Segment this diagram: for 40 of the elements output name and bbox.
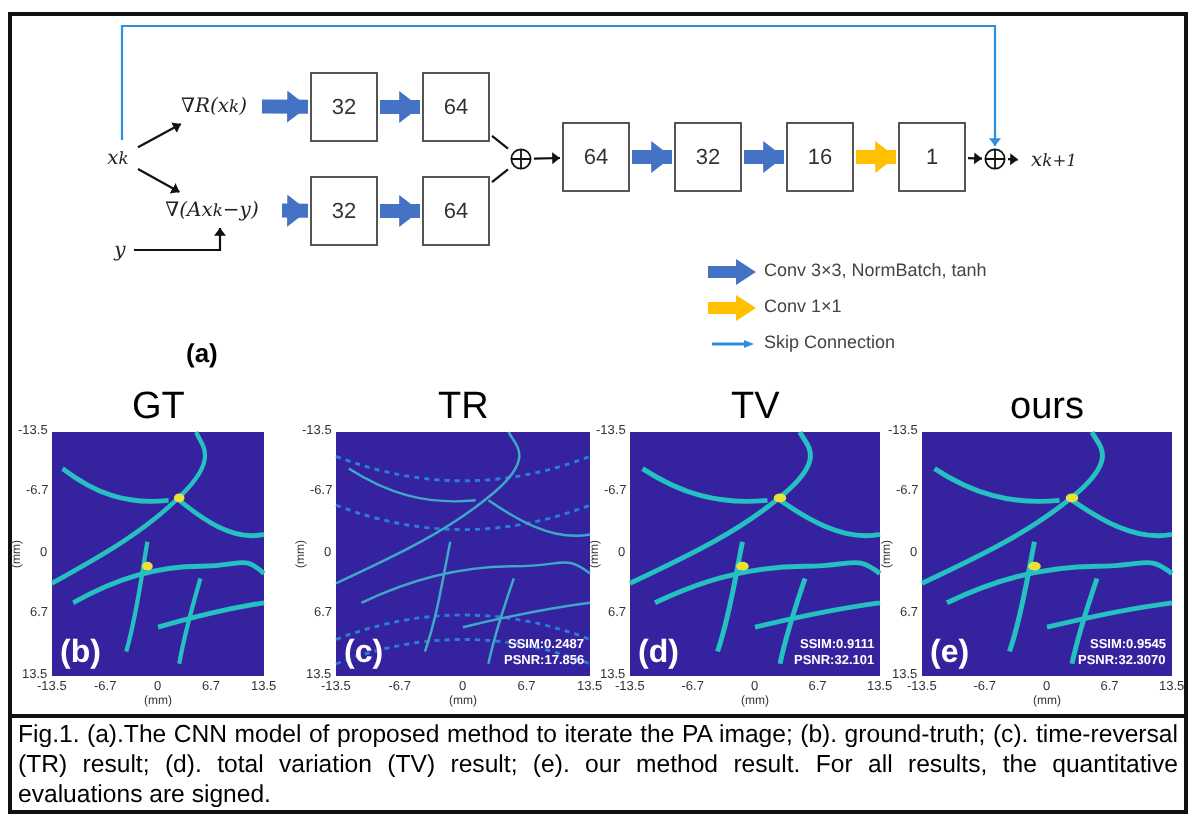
panel-letter: (b): [60, 638, 101, 670]
arrow: [1007, 153, 1019, 166]
caption: Fig.1. (a).The CNN model of proposed method to iterate the PA image; (b). ground-truth; (c). time-reversal (TR) result; (d). total variation (TV) result; (e). our method result. For all results, the quantitative evaluations are signed.: [8, 714, 1188, 814]
block-arrow: [261, 90, 309, 123]
block-arrow: [380, 195, 420, 227]
sum-symbol: [510, 148, 532, 170]
arrow: [120, 24, 1001, 146]
block-arrow: [856, 141, 896, 173]
layer-box: 1: [898, 122, 966, 192]
panel-title: TV: [731, 387, 780, 425]
layer-box: 32: [674, 122, 742, 192]
panel-title: ours: [1010, 387, 1084, 425]
sum-symbol: [984, 148, 1006, 170]
panel-letter: (d): [638, 638, 679, 670]
arrow: [134, 228, 226, 252]
arrow: [533, 152, 561, 165]
block-arrow: [744, 141, 784, 173]
block-arrow: [281, 194, 309, 227]
line: [491, 134, 509, 150]
arrow: [967, 152, 983, 165]
arrow: [137, 168, 180, 194]
legend-text: Conv 1×1: [764, 298, 842, 316]
layer-box: 64: [422, 176, 490, 246]
math-label: y: [108, 234, 132, 266]
panel-title: GT: [132, 387, 185, 425]
panel-title: TR: [438, 387, 489, 425]
panel-letter: (a): [186, 339, 218, 365]
line: [491, 168, 509, 184]
block-arrow: [380, 91, 420, 123]
legend-text: Skip Connection: [764, 334, 896, 352]
layer-box: 64: [562, 122, 630, 192]
block-arrow: [632, 141, 672, 173]
layer-box: 32: [310, 72, 378, 142]
panel-letter: (e): [930, 638, 970, 670]
panel-letter: (c): [344, 638, 384, 670]
layer-box: 32: [310, 176, 378, 246]
layer-box: 16: [786, 122, 854, 192]
arrow: [137, 122, 182, 149]
layer-box: 64: [422, 72, 490, 142]
legend-text: Conv 3×3, NormBatch, tanh: [764, 262, 987, 280]
